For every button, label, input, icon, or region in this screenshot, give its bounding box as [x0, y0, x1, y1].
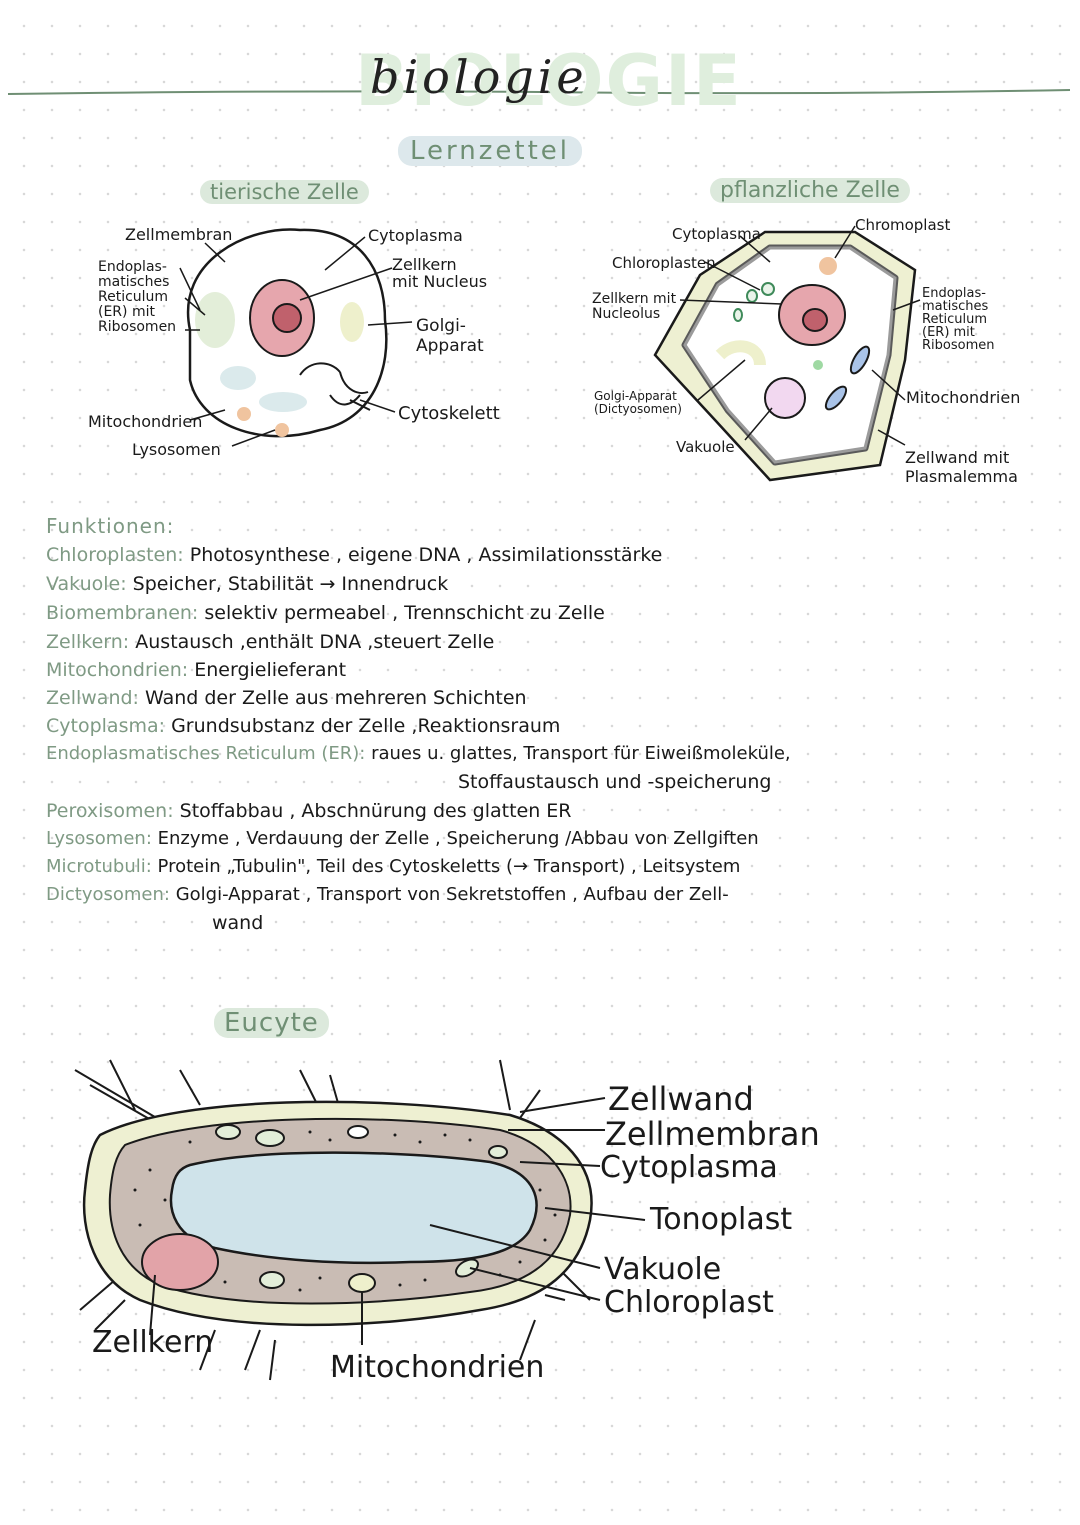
plant-label-golgi: Golgi-Apparat (Dictyosomen) — [594, 389, 682, 416]
functions-heading: Funktionen: — [46, 514, 175, 538]
function-value: Grundsubstanz der Zelle ,Reaktionsraum — [171, 715, 561, 737]
function-value: raues u. glattes, Transport für Eiweißmo… — [371, 743, 791, 764]
plant-cell-diagram — [653, 225, 921, 482]
header-rule — [7, 89, 1071, 95]
function-row: Vakuole: Speicher, Stabilität → Innendru… — [46, 573, 448, 595]
animal-lysosome — [237, 407, 251, 421]
eucyte-label-zellwand: Zellwand — [608, 1080, 754, 1118]
function-key: Endoplasmatisches Reticulum (ER): — [46, 743, 366, 764]
page-title: biologie — [370, 50, 588, 104]
plant-mitochondrion — [849, 345, 871, 375]
function-row: wand — [212, 912, 263, 934]
animal-label-lysosomen: Lysosomen — [132, 440, 221, 459]
animal-cell-heading: tierische Zelle — [200, 180, 369, 204]
function-row: Peroxisomen: Stoffabbau , Abschnürung de… — [46, 800, 572, 822]
plant-label-zellkern: Zellkern mit Nucleolus — [592, 291, 677, 322]
eucyte-label-zellmembran: Zellmembran — [605, 1115, 820, 1153]
function-key: Zellkern: — [46, 631, 130, 653]
eucyte-chloroplast-1 — [255, 1129, 285, 1147]
plant-label-vakuole: Vakuole — [676, 438, 735, 456]
function-row: Zellwand: Wand der Zelle aus mehreren Sc… — [46, 687, 527, 709]
animal-mitochondrion — [220, 366, 256, 390]
function-key: Peroxisomen: — [46, 800, 174, 822]
plant-label-er: Endoplas- matisches Reticulum (ER) mit R… — [922, 286, 995, 353]
function-value: selektiv permeabel , Trennschicht zu Zel… — [204, 602, 605, 624]
function-key: Vakuole: — [46, 573, 127, 595]
eucyte-label-cytoplasma: Cytoplasma — [600, 1150, 778, 1185]
animal-label-zellmembran: Zellmembran — [125, 225, 233, 244]
plant-label-chromoplast: Chromoplast — [855, 216, 951, 234]
plant-chromoplast — [819, 257, 837, 275]
function-key: Mitochondrien: — [46, 659, 189, 681]
function-row: Biomembranen: selektiv permeabel , Trenn… — [46, 602, 605, 624]
animal-label-golgi: Golgi- Apparat — [416, 316, 484, 356]
function-row: Lysosomen: Enzyme , Verdauung der Zelle … — [46, 828, 759, 849]
plant-cell-heading: pflanzliche Zelle — [710, 178, 910, 203]
animal-label-cytoplasma: Cytoplasma — [368, 226, 463, 245]
function-row: Chloroplasten: Photosynthese , eigene DN… — [46, 544, 662, 566]
function-key: Biomembranen: — [46, 602, 199, 624]
function-row: Stoffaustausch und -speicherung — [458, 771, 771, 793]
eucyte-diagram — [74, 1059, 646, 1381]
function-value: Enzyme , Verdauung der Zelle , Speicheru… — [157, 828, 759, 849]
plant-label-zellwand: Zellwand mit Plasmalemma — [905, 448, 1018, 486]
function-key: Chloroplasten: — [46, 544, 184, 566]
function-value: Golgi-Apparat , Transport von Sekretstof… — [175, 884, 729, 905]
eucyte-heading: Eucyte — [214, 1008, 329, 1038]
function-key: Lysosomen: — [46, 828, 152, 849]
function-value: Wand der Zelle aus mehreren Schichten — [145, 687, 527, 709]
function-value: Stoffabbau , Abschnürung des glatten ER — [179, 800, 572, 822]
function-value: Stoffaustausch und -speicherung — [458, 771, 772, 793]
function-row: Endoplasmatisches Reticulum (ER): raues … — [46, 743, 791, 764]
eucyte-label-chloroplast: Chloroplast — [604, 1285, 774, 1320]
function-key: Cytoplasma: — [46, 715, 166, 737]
function-row: Zellkern: Austausch ,enthält DNA ,steuer… — [46, 631, 494, 653]
function-row: Microtubuli: Protein „Tubulin", Teil des… — [46, 856, 740, 877]
function-value: Photosynthese , eigene DNA , Assimilatio… — [189, 544, 663, 566]
animal-cell-diagram — [179, 228, 413, 447]
animal-label-cytoskelett: Cytoskelett — [398, 403, 500, 424]
function-value: Speicher, Stabilität → Innendruck — [132, 573, 449, 595]
function-value: wand — [212, 912, 264, 934]
function-value: Austausch ,enthält DNA ,steuert Zelle — [135, 631, 495, 653]
function-key: Dictyosomen: — [46, 884, 170, 905]
function-value: Energielieferant — [194, 659, 347, 681]
eucyte-label-tonoplast: Tonoplast — [650, 1202, 793, 1237]
function-row: Cytoplasma: Grundsubstanz der Zelle ,Rea… — [46, 715, 560, 737]
eucyte-label-zellkern: Zellkern — [92, 1325, 214, 1360]
plant-label-mitochondrien: Mitochondrien — [906, 388, 1021, 407]
plant-label-cytoplasma: Cytoplasma — [672, 225, 761, 243]
function-key: Zellwand: — [46, 687, 139, 709]
page-subtitle: Lernzettel — [398, 136, 582, 166]
function-row: Mitochondrien: Energielieferant — [46, 659, 346, 681]
eucyte-mitochondrion — [348, 1273, 376, 1293]
eucyte-vacuole — [169, 1151, 538, 1265]
animal-label-er: Endoplas- matisches Reticulum (ER) mit R… — [98, 259, 177, 335]
function-value: Protein „Tubulin", Teil des Cytoskeletts… — [157, 856, 741, 877]
function-key: Microtubuli: — [46, 856, 152, 877]
function-row: Dictyosomen: Golgi-Apparat , Transport v… — [46, 884, 729, 905]
plant-vacuole — [764, 377, 806, 419]
plant-label-chloroplasten: Chloroplasten — [612, 254, 716, 272]
eucyte-label-mitochondrien: Mitochondrien — [330, 1350, 545, 1385]
title-background: BIOLOGIE — [355, 40, 743, 122]
eucyte-nucleus — [141, 1233, 219, 1291]
eucyte-label-vakuole: Vakuole — [604, 1252, 722, 1287]
animal-label-mitochondrien: Mitochondrien — [88, 412, 203, 431]
animal-label-zellkern: Zellkern mit Nucleus — [392, 255, 488, 291]
